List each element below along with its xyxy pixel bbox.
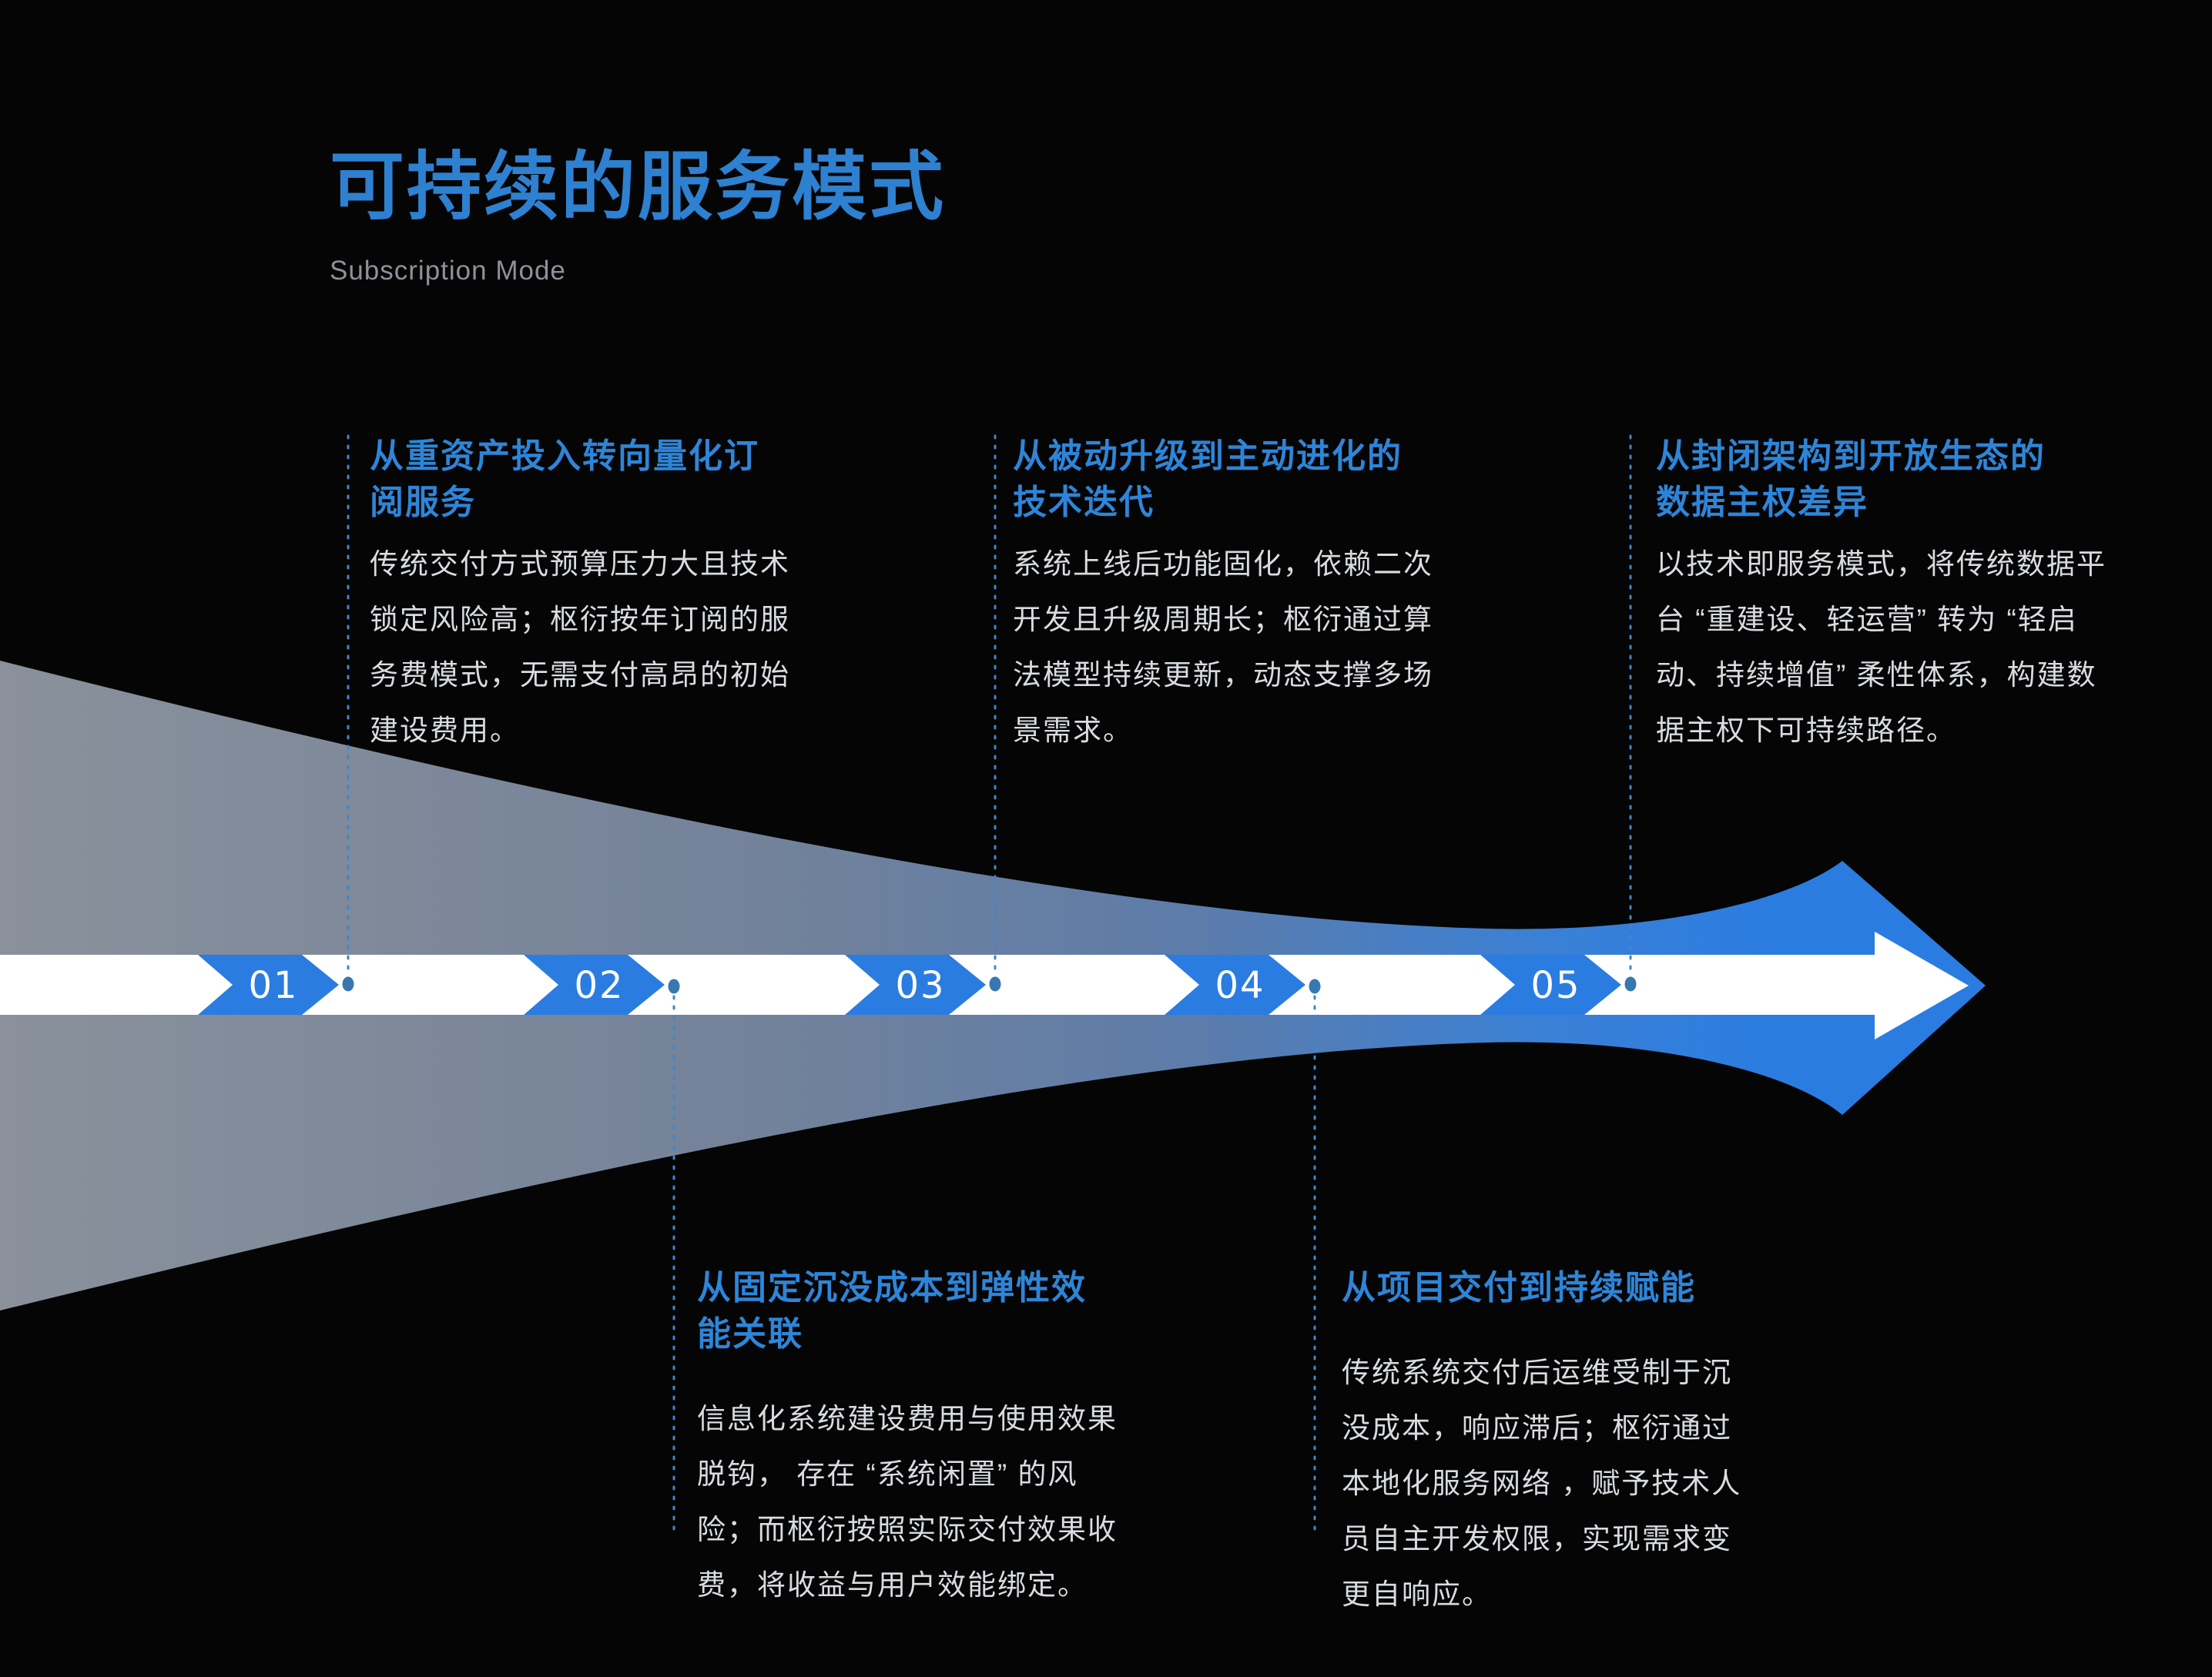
step-chevron-2: 02 [524,955,665,1015]
step-number: 03 [895,964,945,1007]
page-subtitle: Subscription Mode [330,256,566,286]
block-heading: 从被动升级到主动进化的 技术迭代 [1013,437,1403,521]
info-block-step5: 从封闭架构到开放生态的 数据主权差异 以技术即服务模式，将传统数据平 台 “重建… [1656,433,2133,758]
step-number: 01 [248,964,298,1007]
block-heading: 从固定沉没成本到弹性效 能关联 [697,1269,1087,1353]
chevron-shape [1480,955,1621,1015]
step-chevron-5: 05 [1480,955,1621,1015]
block-heading: 从封闭架构到开放生态的 数据主权差异 [1656,437,2046,521]
info-block-step1: 从重资产投入转向量化订 阅服务 传统交付方式预算压力大且技术 锁定风险高；枢衍按… [370,433,847,758]
chevron-shape [524,955,665,1015]
chevron-shape [198,955,339,1015]
step-dot-2 [668,979,680,994]
step-chevron-1: 01 [198,955,339,1015]
block-body: 系统上线后功能固化，依赖二次 开发且升级周期长；枢衍通过算 法模型持续更新，动态… [1013,548,1433,746]
block-body: 信息化系统建设费用与使用效果 脱钩， 存在 “系统闲置” 的风 险；而枢衍按照实… [697,1403,1118,1601]
step-dot-3 [989,976,1001,992]
step-dot-1 [342,976,354,992]
chevron-shape [1165,955,1305,1015]
header: 可持续的服务模式 Subscription Mode [330,126,946,286]
block-heading: 从项目交付到持续赋能 [1342,1269,1696,1307]
info-block-step4: 从项目交付到持续赋能 传统系统交付后运维受制于沉 没成本，响应滞后；枢衍通过 本… [1342,1265,1773,1622]
block-body: 传统交付方式预算压力大且技术 锁定风险高；枢衍按年订阅的服 务费模式，无需支付高… [370,548,790,746]
info-block-step2: 从固定沉没成本到弹性效 能关联 信息化系统建设费用与使用效果 脱钩， 存在 “系… [697,1265,1128,1613]
block-body: 以技术即服务模式，将传统数据平 台 “重建设、轻运营” 转为 “轻启 动、持续增… [1656,548,2106,746]
page-title: 可持续的服务模式 [330,145,946,229]
step-number: 05 [1530,964,1580,1007]
block-body: 传统系统交付后运维受制于沉 没成本，响应滞后；枢衍通过 本地化服务网络 ，赋予技… [1342,1357,1742,1610]
step-number: 04 [1215,964,1265,1007]
chevron-shape [845,955,986,1015]
step-chevron-4: 04 [1165,955,1305,1015]
step-number: 02 [574,964,624,1007]
step-dot-5 [1624,976,1637,992]
step-dot-4 [1309,979,1321,994]
timeline-band-arrowhead [1875,932,1969,1039]
info-block-step3: 从被动升级到主动进化的 技术迭代 系统上线后功能固化，依赖二次 开发且升级周期长… [1013,433,1490,758]
step-chevron-3: 03 [845,955,986,1015]
block-heading: 从重资产投入转向量化订 阅服务 [370,437,759,521]
